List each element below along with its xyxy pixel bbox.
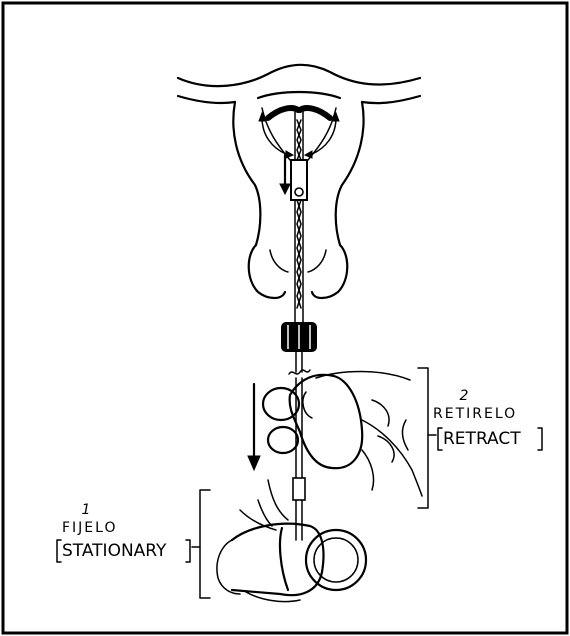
stationary-spanish-label: FIJELO (62, 520, 117, 536)
depth-gauge-flange (281, 322, 317, 352)
stationary-english-label: STATIONARY (62, 541, 167, 561)
retract-english-label: RETRACT (443, 429, 521, 449)
retract-spanish-label: RETIRELO (433, 406, 517, 422)
illustration-frame (3, 3, 567, 633)
retract-step-number: 2 (460, 388, 469, 404)
stationary-step-number: 1 (82, 502, 91, 518)
